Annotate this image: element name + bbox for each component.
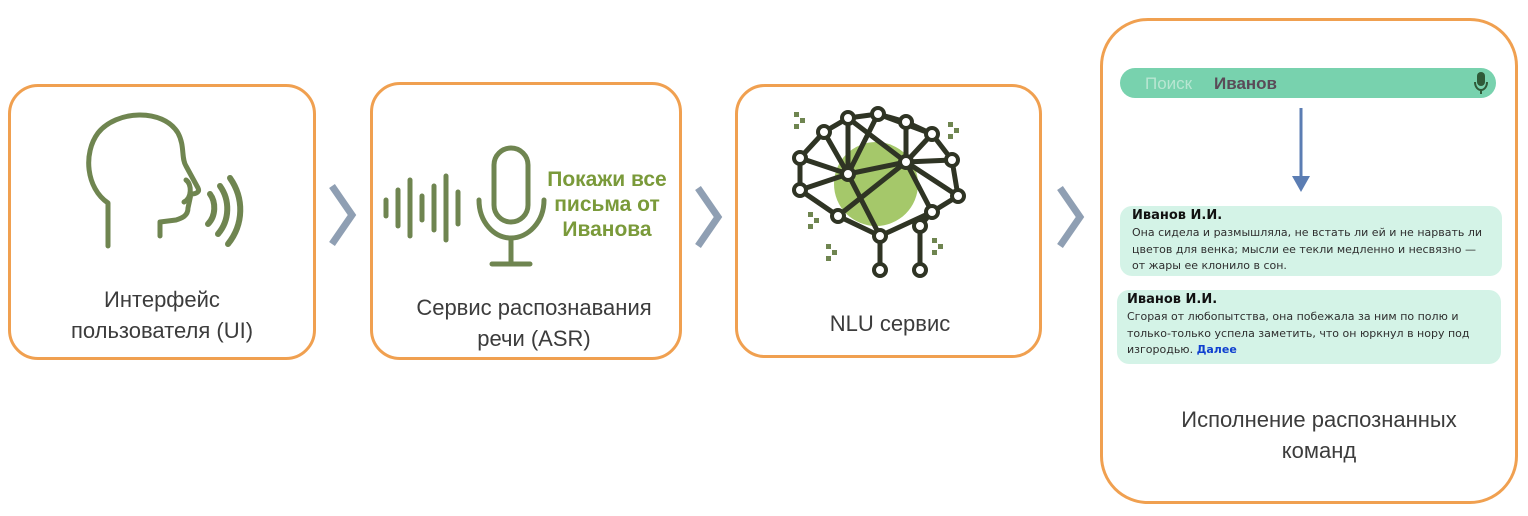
more-link[interactable]: Далее bbox=[1196, 343, 1237, 356]
snippet-line: только-только успела заметить, что он юр… bbox=[1127, 326, 1470, 340]
caption-line: NLU сервис bbox=[829, 311, 951, 336]
stage-nlu-caption: NLU сервис bbox=[745, 308, 1035, 339]
stage-ui-caption: Интерфейс пользователя (UI) bbox=[20, 284, 304, 346]
caption-line: команд bbox=[1281, 438, 1357, 463]
caption-line: Интерфейс bbox=[104, 287, 220, 312]
stage-nlu-box bbox=[735, 84, 1042, 358]
spoken-line: Покажи все bbox=[547, 168, 667, 191]
microphone-icon[interactable] bbox=[1474, 71, 1488, 95]
chevron-right-icon bbox=[1057, 186, 1085, 248]
neural-network-icon bbox=[792, 106, 966, 278]
speaking-head-icon bbox=[86, 112, 244, 249]
spoken-line: Иванова bbox=[562, 218, 652, 241]
chevron-right-icon bbox=[695, 186, 723, 248]
search-query[interactable]: Иванов bbox=[1214, 74, 1278, 93]
search-bar[interactable]: Поиск Иванов bbox=[1120, 68, 1496, 98]
snippet-text: изгородью. bbox=[1127, 343, 1194, 356]
search-result-card[interactable]: Иванов И.И. Она сидела и размышляла, не … bbox=[1120, 206, 1502, 276]
snippet-line: Сгорая от любопытства, она побежала за н… bbox=[1127, 310, 1459, 323]
result-title[interactable]: Иванов И.И. bbox=[1127, 292, 1218, 307]
result-snippet: Сгорая от любопытства, она побежала за н… bbox=[1127, 309, 1501, 359]
spoken-command-text: Покажи все письма от Иванова bbox=[540, 167, 674, 242]
snippet-line: цветов для венка; мысли ее текли медленн… bbox=[1132, 242, 1476, 256]
caption-line: Сервис распознавания bbox=[416, 295, 652, 320]
snippet-line: Она сидела и размышляла, не встать ли ей… bbox=[1132, 226, 1483, 239]
stage-asr-caption: Сервис распознавания речи (ASR) bbox=[382, 292, 686, 354]
caption-line: пользователя (UI) bbox=[70, 318, 254, 343]
stage-execution-caption: Исполнение распознанных команд bbox=[1110, 404, 1528, 466]
search-placeholder: Поиск bbox=[1145, 74, 1193, 93]
arrow-down-icon bbox=[1292, 108, 1310, 192]
snippet-line: от жары ее клонило в сон. bbox=[1132, 259, 1287, 272]
snippet-line: изгородью. Далее bbox=[1127, 342, 1501, 359]
spoken-line: письма от bbox=[554, 193, 660, 216]
chevron-right-icon bbox=[329, 184, 357, 246]
search-result-card[interactable]: Иванов И.И. Сгорая от любопытства, она п… bbox=[1117, 290, 1501, 364]
sound-wave-icon bbox=[383, 173, 461, 243]
result-snippet: Она сидела и размышляла, не встать ли ей… bbox=[1132, 225, 1502, 275]
microphone-icon bbox=[476, 145, 547, 267]
caption-line: Исполнение распознанных bbox=[1181, 407, 1457, 432]
result-title[interactable]: Иванов И.И. bbox=[1132, 208, 1223, 223]
caption-line: речи (ASR) bbox=[477, 326, 591, 351]
